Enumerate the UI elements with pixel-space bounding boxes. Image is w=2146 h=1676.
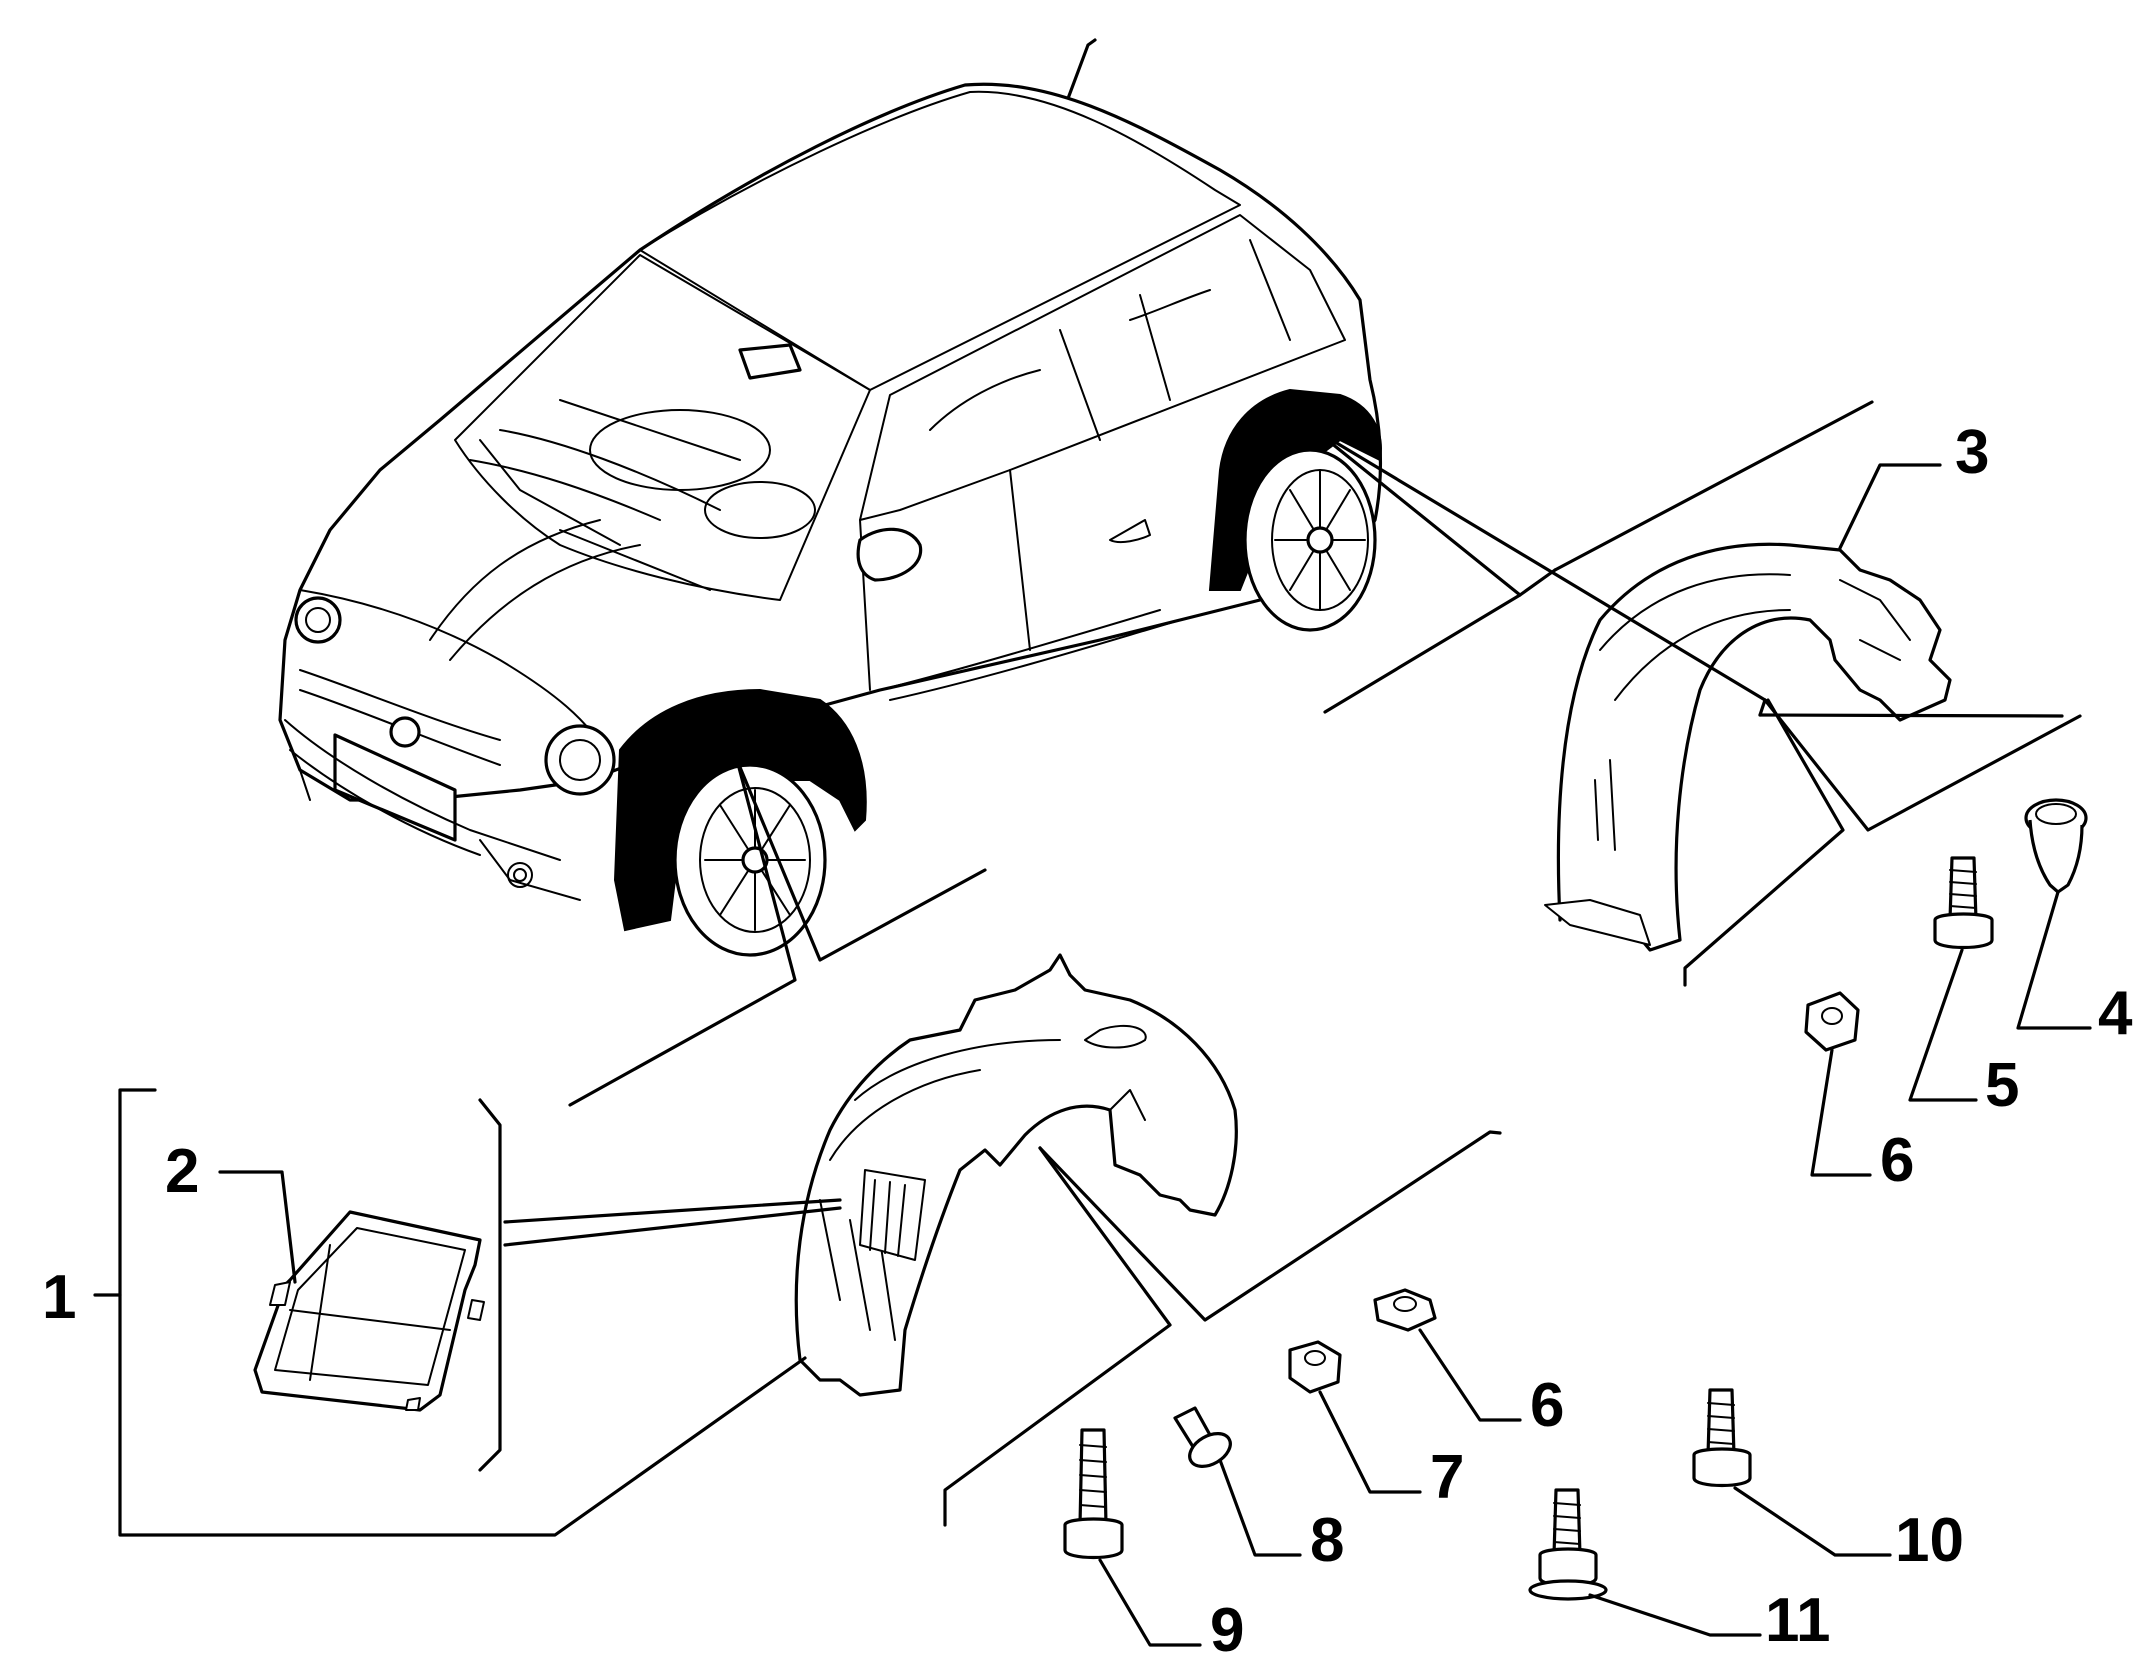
callout-11: 11 xyxy=(1765,1586,1831,1655)
callout-2: 2 xyxy=(165,1137,199,1206)
callout-6-lower: 6 xyxy=(1530,1371,1564,1440)
callout-9: 9 xyxy=(1210,1596,1244,1665)
callout-7: 7 xyxy=(1430,1443,1464,1512)
nut-part-6-lower xyxy=(1373,1288,1437,1332)
bolt-part-9 xyxy=(1063,1428,1124,1560)
bolt-part-10 xyxy=(1692,1388,1752,1488)
push-clip-part-4 xyxy=(2024,798,2088,894)
callout-5: 5 xyxy=(1985,1051,2019,1120)
nut-part-6-upper xyxy=(1804,991,1860,1052)
callout-6-upper: 6 xyxy=(1880,1126,1914,1195)
rear-wheel-arch-liner xyxy=(1544,542,1952,952)
bolt-part-5 xyxy=(1933,856,1994,950)
callout-labels: 1 2 3 4 5 6 6 7 8 9 10 11 xyxy=(42,418,2133,1665)
leader-lines xyxy=(93,400,2092,1647)
callout-10: 10 xyxy=(1895,1506,1964,1575)
cover-plate xyxy=(253,1210,485,1412)
callout-1: 1 xyxy=(42,1263,76,1332)
callout-8: 8 xyxy=(1310,1506,1344,1575)
bolt-part-11 xyxy=(1528,1488,1608,1601)
front-wheel-arch-liner xyxy=(794,953,1238,1397)
callout-4: 4 xyxy=(2098,979,2133,1048)
nut-part-7 xyxy=(1288,1340,1342,1394)
rivet-nut-part-8 xyxy=(1173,1406,1232,1468)
car-illustration xyxy=(278,38,1383,957)
callout-3: 3 xyxy=(1955,418,1989,487)
